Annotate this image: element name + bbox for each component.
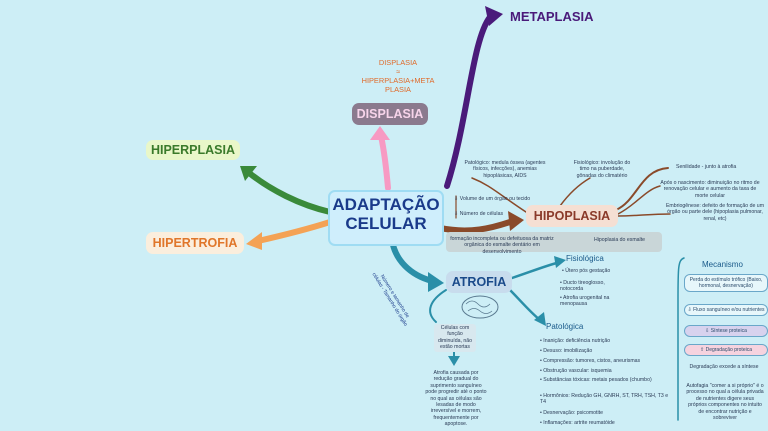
arrow-head-metaplasia [485,6,503,26]
arrow-head-hipertrofia [246,232,262,250]
mecanismo-item: ⇧ Degradação proteica [684,344,768,356]
center-line-2: CELULAR [345,214,427,233]
mecanismo-item: Autofagia "comer a si próprio" é o proce… [686,383,764,422]
atrofia-patologica-item: • Inanição: deficiência nutrição [540,338,611,344]
atrofia-patologica-item: • Hormônios: Redução GH, GNRH, ST, TRH, … [540,393,669,406]
displasia-note-line: DISPLASIA [378,58,418,67]
node-atrofia[interactable]: ATROFIA [446,271,512,293]
node-metaplasia[interactable]: METAPLASIA [510,9,594,24]
atrofia-fisiologica-title: Fisiológica [566,254,604,263]
mecanismo-title: Mecanismo [702,260,743,269]
arrow-to-metaplasia [444,14,493,189]
arrow-head-displasia [370,126,390,140]
arrow-head-atrofia [428,272,444,292]
arrow-to-hipertrofia [255,219,333,244]
mecanismo-item: ⇩ Fluxo sanguíneo e/ou nutrientes [684,304,768,316]
atrofia-patologica-item: • Desnervação: psicomotite [540,410,603,416]
atrofia-patologica-item: • Desuso: imobilização [540,348,593,354]
displasia-note-line: ≈ [395,67,401,76]
hipoplasia-fisiologico-note: Fisiológico: involução do timo na puberd… [573,160,631,179]
arrow-head-hipoplasia [508,211,524,231]
atrofia-fisiologica-item: • Útero pós gestação [562,268,611,274]
atrofia-patologica-item: • Compressão: tumores, cistos, aneurisma… [540,358,641,364]
atrofia-cells-note: Células com função diminuída, não estão … [434,324,476,352]
center-node-adaptacao-celular[interactable]: ADAPTAÇÃO CELULAR [328,190,444,246]
hipoplasia-numero-text: Número de células [459,211,504,217]
hipoplasia-incompleta: formação incompleta ou defeituosa da mat… [450,236,554,255]
atrofia-fisiologica-item: • Ducto tireoglosso, notocorda [560,280,605,293]
atrofia-fisiologica-item: • Atrofia urogenital na menopausa [560,295,610,308]
hipoplasia-volume: ⇩ Volume de um órgão ou tecido [454,196,531,202]
atrofia-bottom-note: Atrofia causada por redução gradual do s… [425,370,487,428]
brain-icon [461,295,499,319]
hipoplasia-volume-text: Volume de um órgão ou tecido [459,196,531,202]
atrofia-patologica-item: • Obstrução vascular: isquemia [540,368,612,374]
mecanismo-item: ⇩ Síntese proteica [684,325,768,337]
node-hipoplasia[interactable]: HIPOPLASIA [526,205,618,227]
hipoplasia-esmalte: Hipoplasia do esmalte [594,237,646,243]
hipoplasia-nascimento: Após o nascimento: diminuição no ritmo d… [660,180,760,199]
center-line-1: ADAPTAÇÃO [332,195,440,214]
atrofia-patologica-item: • Inflamações: artrite reumatóide [540,420,615,426]
mecanismo-item: Perda do estímulo trófico (Baixo, hormon… [684,274,768,292]
hipoplasia-patologico-note: Patológico: medula óssea (agentes físico… [464,160,546,179]
hipoplasia-embriogenese: Embriogênese: defeito de formação de um … [665,203,765,222]
arrow-head-hiperplasia [240,166,257,181]
displasia-note-line: PLASIA [385,85,411,94]
arrow-to-atrofia [389,237,435,284]
node-displasia[interactable]: DISPLASIA [352,103,428,125]
atrofia-patologica-title: Patológica [546,322,584,331]
displasia-note: DISPLASIA ≈ HIPERPLASIA+META PLASIA [360,58,436,94]
arrow-to-hipoplasia [437,219,513,234]
hipoplasia-numero: ⇩ Número de células [454,211,504,217]
mecanismo-item: Degradação excede a síntese [689,364,759,370]
hipoplasia-esmalte-band [446,232,662,252]
node-hiperplasia[interactable]: HIPERPLASIA [146,140,240,160]
arrow-to-hiperplasia [245,169,333,215]
arrow-to-displasia [378,133,391,191]
node-hipertrofia[interactable]: HIPERTROFIA [146,232,244,254]
displasia-note-line: HIPERPLASIA+META [361,76,435,85]
atrofia-patologica-item: • Substâncias tóxicas: metais pesados (c… [540,377,652,383]
hipoplasia-senilidade: Senilidade - junto à atrofia [676,164,737,170]
